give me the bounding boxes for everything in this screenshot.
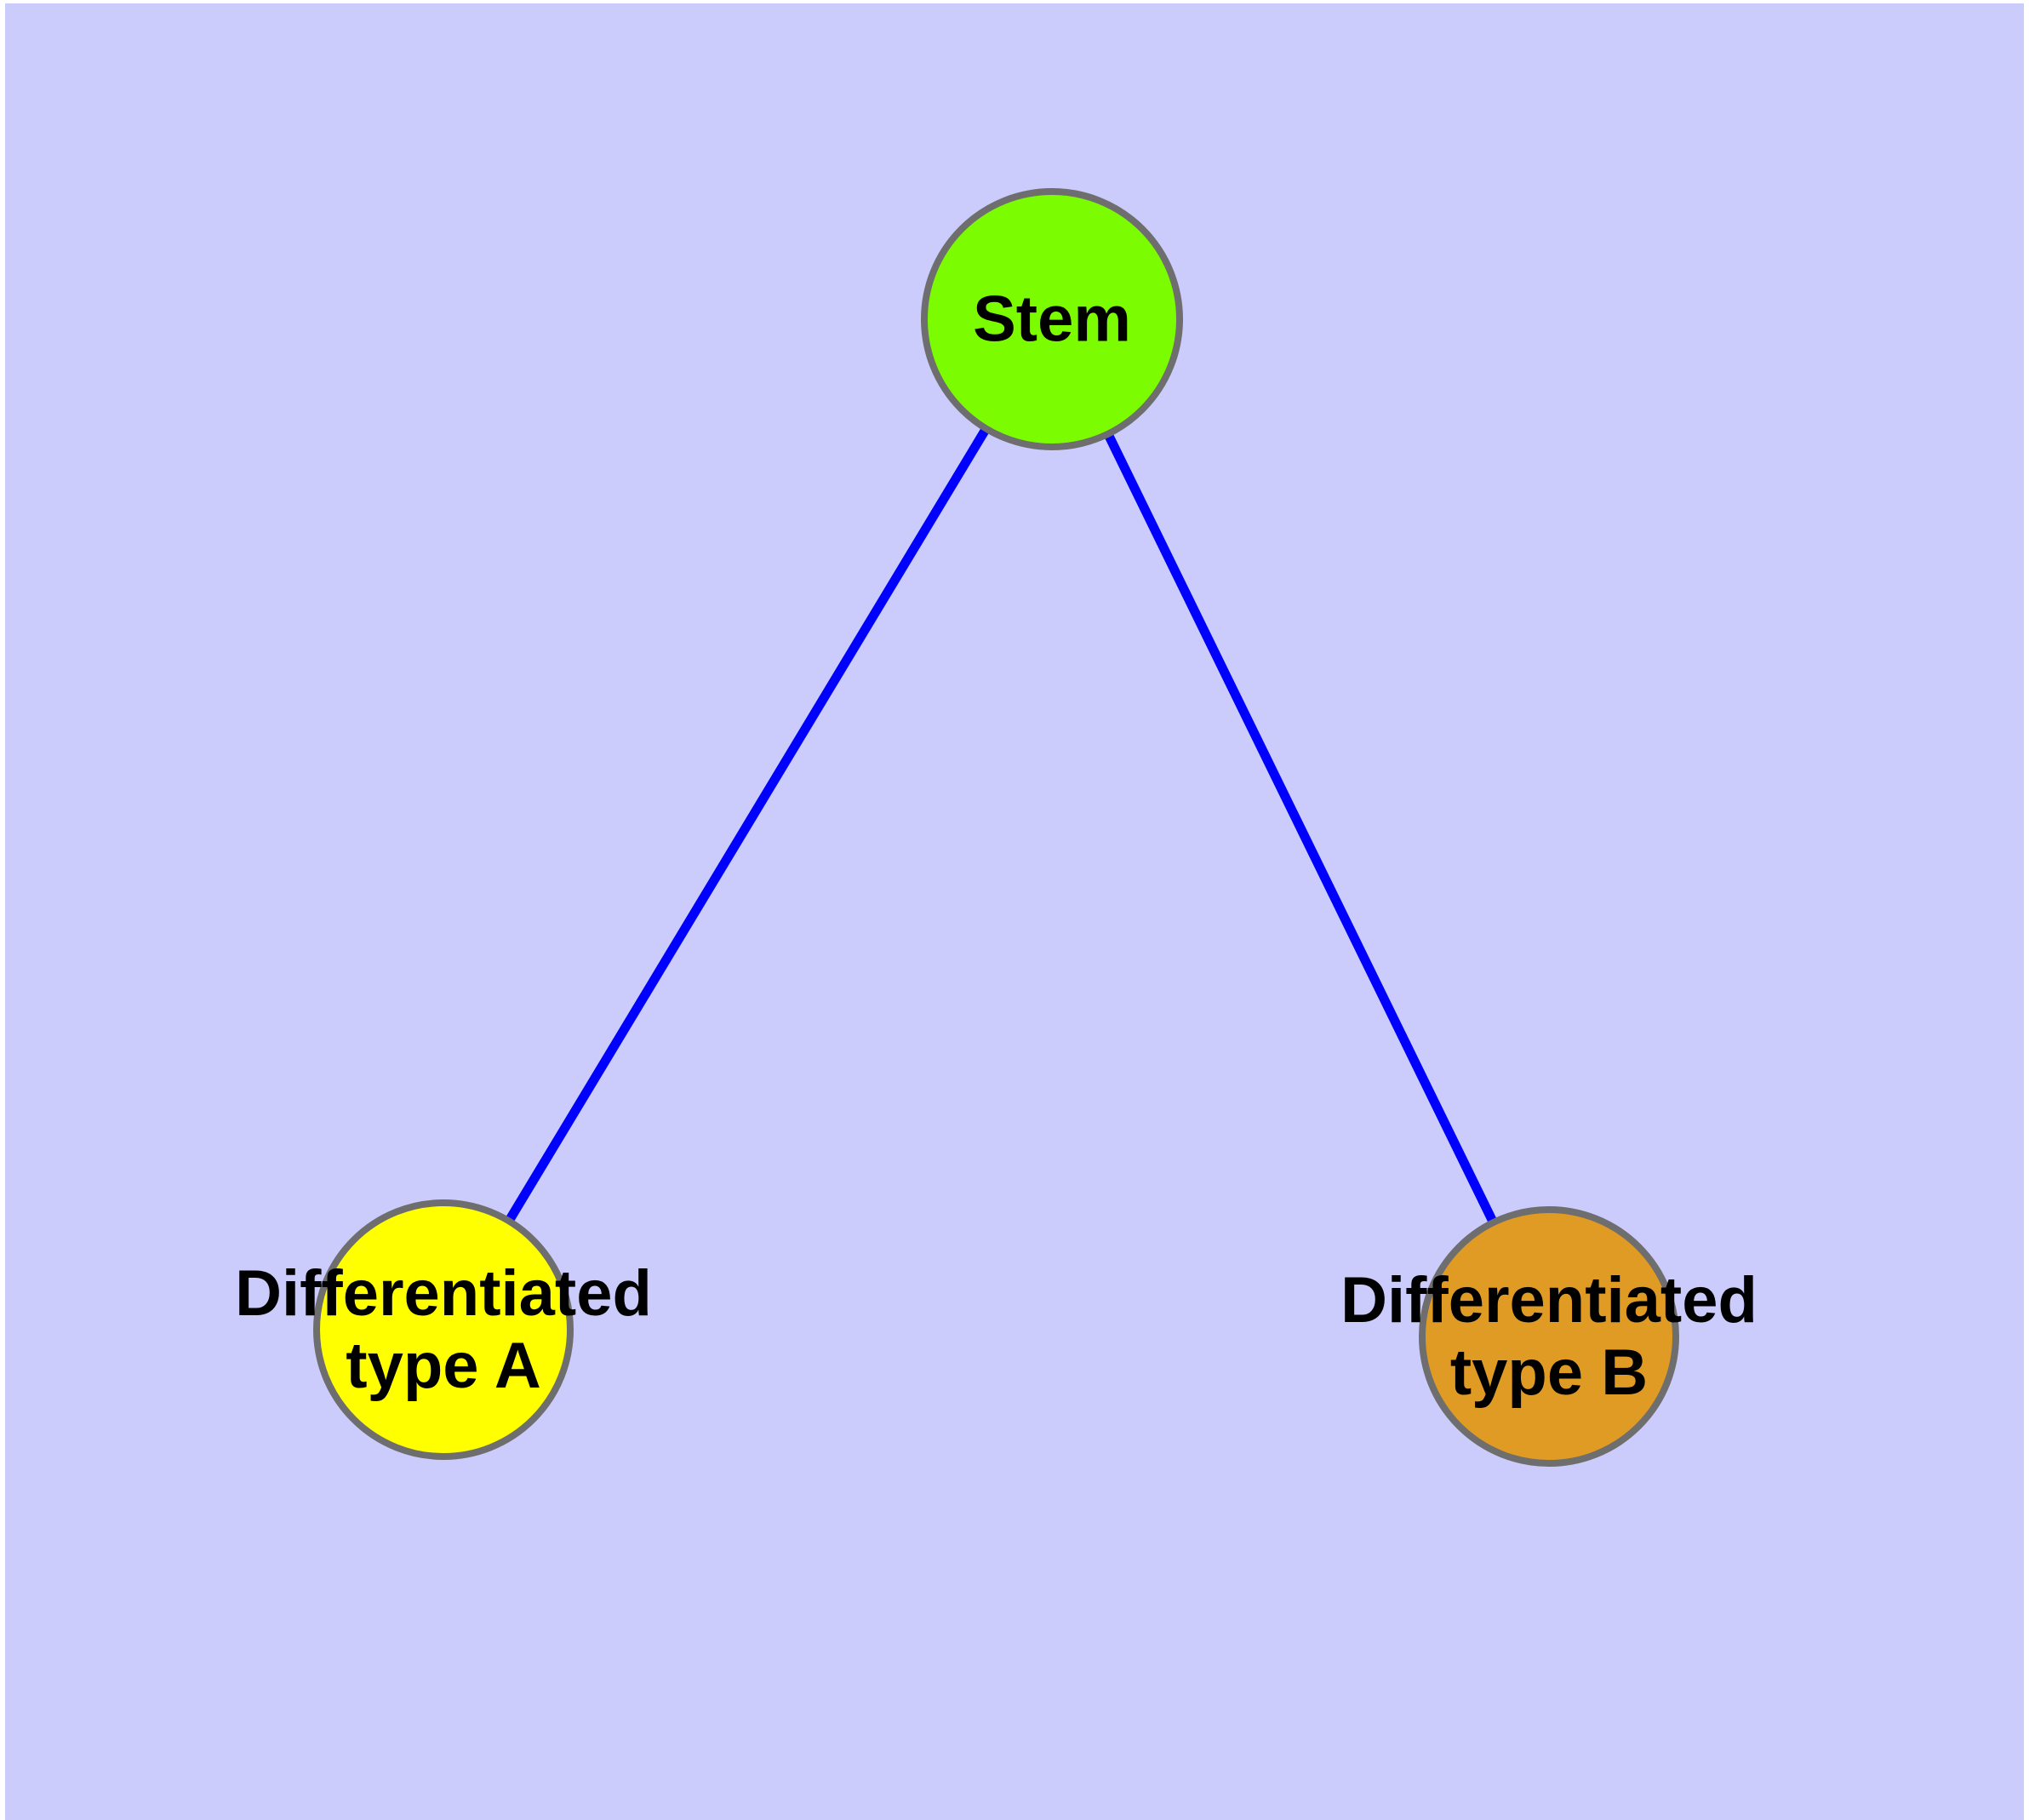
graph-edge-stem-diff_b[interactable] <box>1101 426 1500 1229</box>
graph-edge-stem-diff_a[interactable] <box>502 421 993 1228</box>
nodes-layer <box>313 188 1679 1467</box>
graph-node-diff_b[interactable] <box>1419 1206 1679 1467</box>
edges-layer <box>502 421 1500 1229</box>
graph-node-diff_a[interactable] <box>313 1199 574 1460</box>
graph-node-stem[interactable] <box>921 188 1183 450</box>
